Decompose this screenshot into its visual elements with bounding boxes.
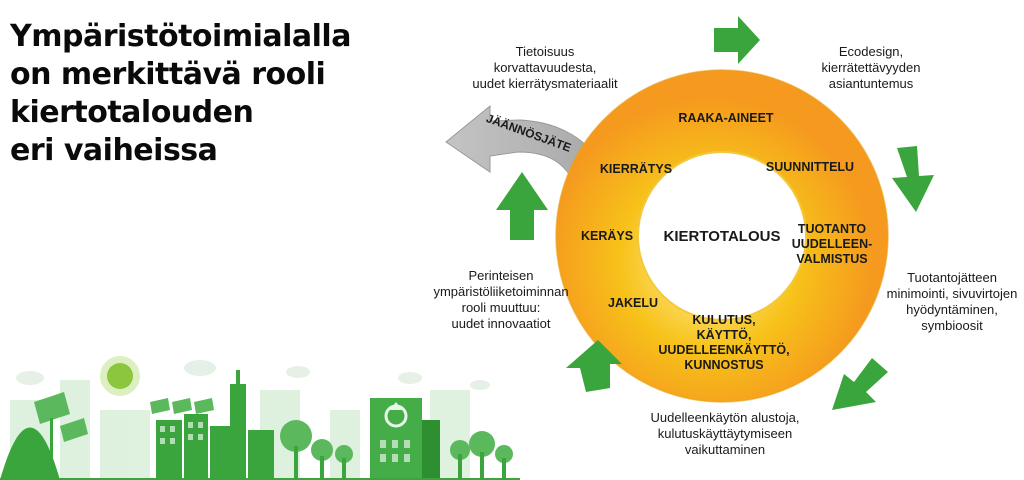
title-line-3: kiertotalouden — [10, 95, 254, 130]
sun-icon — [100, 356, 140, 396]
center-label: KIERTOTALOUS — [663, 228, 781, 245]
outer-label-left: Perinteisen ympäristöliiketoiminnan rool… — [433, 268, 569, 331]
solar-panel-icons — [34, 392, 214, 480]
ring-recycling: KIERRÄTYS — [599, 162, 673, 176]
cloud-icons — [16, 360, 490, 390]
economy-ring — [555, 69, 889, 403]
ring-distribution: JAKELU — [607, 296, 659, 310]
ring-collection: KERÄYS — [580, 229, 634, 243]
title-line-1: Ympäristötoimialalla — [10, 19, 351, 54]
arrow-right-bottom — [832, 358, 888, 410]
outer-label-top-left: Tietoisuus korvattavuudesta, uudet kierr… — [472, 44, 618, 91]
ring-production: TUOTANTO UUDELLEEN- VALMISTUS — [791, 222, 873, 266]
building-windows — [160, 422, 410, 462]
ring-consumption: KULUTUS, KÄYTTÖ, UUDELLEENKÄYTTÖ, KUNNOS… — [658, 313, 790, 372]
title-line-4: eri vaiheissa — [10, 133, 218, 168]
page-title: Ympäristötoimialalla on merkittävä rooli… — [10, 18, 351, 170]
arrow-bottom-left — [566, 340, 622, 392]
arrow-top — [714, 16, 760, 64]
arrow-left — [496, 172, 548, 240]
tree-icons — [280, 420, 513, 480]
arrow-right-top — [892, 146, 934, 212]
residual-waste-arrow — [445, 104, 605, 191]
outer-label-right: Tuotantojätteen minimointi, sivuvirtojen… — [886, 270, 1018, 333]
ring-raw-materials: RAAKA-AINEET — [678, 111, 774, 125]
outer-label-bottom: Uudelleenkäytön alustoja, kulutuskäyttäy… — [650, 410, 800, 457]
outer-label-top-right: Ecodesign, kierrätettävyyden asiantuntem… — [821, 44, 921, 91]
title-line-2: on merkittävä rooli — [10, 57, 326, 92]
green-city-illustration — [0, 356, 520, 480]
ring-design: SUUNNITTELU — [765, 160, 855, 174]
recycle-icon — [384, 402, 408, 428]
